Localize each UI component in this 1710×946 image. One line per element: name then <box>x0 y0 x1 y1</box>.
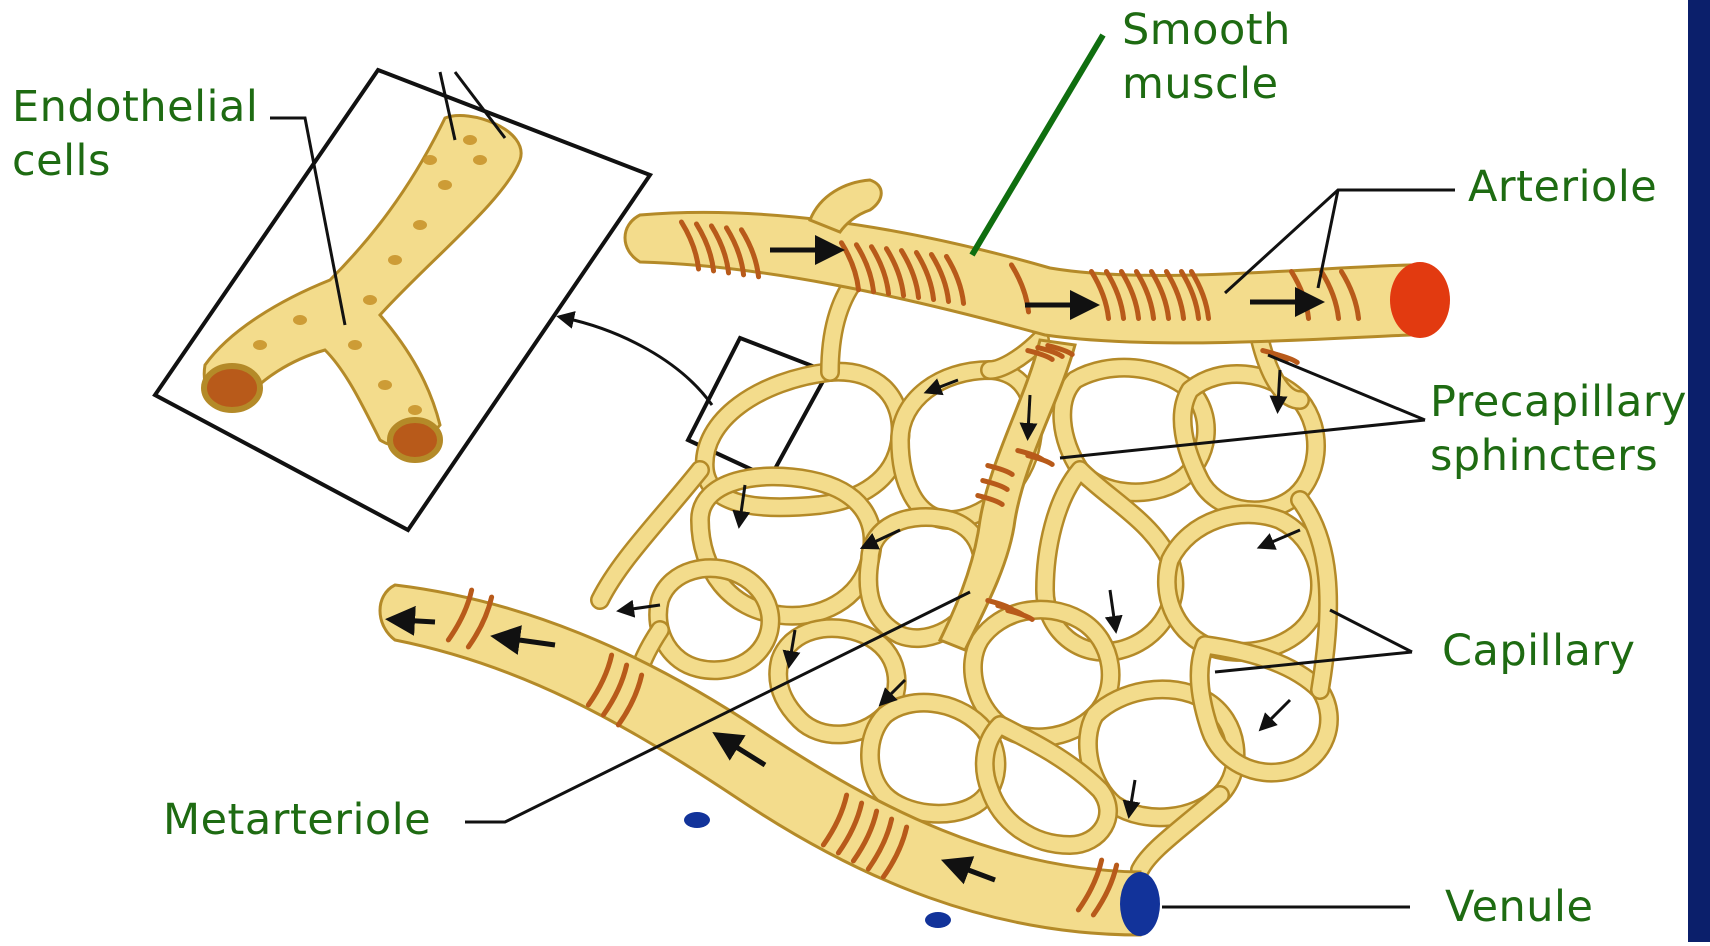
arteriole-label: Arteriole <box>1468 160 1657 214</box>
flow-arrow <box>400 620 435 622</box>
smooth-muscle-label: Smooth muscle <box>1122 3 1291 111</box>
endothelial-nucleus <box>438 180 452 190</box>
leader-precapillary-2 <box>1060 420 1425 458</box>
endothelial-nucleus <box>413 220 427 230</box>
smooth-muscle-label-line-2: muscle <box>1122 57 1291 111</box>
venule-side-opening-1 <box>684 812 710 828</box>
precapillary-label-line-1: Precapillary <box>1430 375 1687 429</box>
endothelial-nucleus <box>423 155 437 165</box>
arteriole-lumen <box>1390 262 1450 338</box>
endothelial-nucleus <box>473 155 487 165</box>
precapillary-label-line-2: sphincters <box>1430 429 1687 483</box>
endothelial-nucleus <box>253 340 267 350</box>
precapillary-label: Precapillary sphincters <box>1430 375 1687 483</box>
endothelial-nucleus <box>408 405 422 415</box>
endothelial-nucleus <box>363 295 377 305</box>
endothelial-nucleus <box>463 135 477 145</box>
leader-smooth-muscle <box>972 35 1103 255</box>
flow-arrow <box>1278 370 1280 405</box>
endothelial-nucleus <box>348 340 362 350</box>
inset-lumen-left <box>204 366 260 410</box>
venule-side-opening-2 <box>925 912 951 928</box>
endothelial-nucleus <box>293 315 307 325</box>
smooth-muscle-label-line-1: Smooth <box>1122 3 1291 57</box>
endothelial-label: Endothelial cells <box>12 80 258 188</box>
metarteriole-label: Metarteriole <box>163 793 431 847</box>
endothelial-nucleus <box>378 380 392 390</box>
endothelial-label-line-2: cells <box>12 134 258 188</box>
endothelial-nucleus <box>388 255 402 265</box>
arteriole-branch-stub <box>810 180 881 232</box>
capillary-loop <box>1167 514 1320 652</box>
capillary-label: Capillary <box>1442 624 1636 678</box>
magnify-callout-arrow <box>565 318 712 405</box>
inset-lumen-right <box>390 420 440 460</box>
leader-capillary <box>1330 610 1412 652</box>
venule-label: Venule <box>1445 880 1593 934</box>
flow-arrow <box>1028 395 1030 432</box>
slide-side-band <box>1688 0 1710 942</box>
endothelial-label-line-1: Endothelial <box>12 80 258 134</box>
flow-arrow <box>1110 590 1115 625</box>
flow-arrow <box>1265 700 1290 725</box>
venule-lumen <box>1120 872 1160 936</box>
